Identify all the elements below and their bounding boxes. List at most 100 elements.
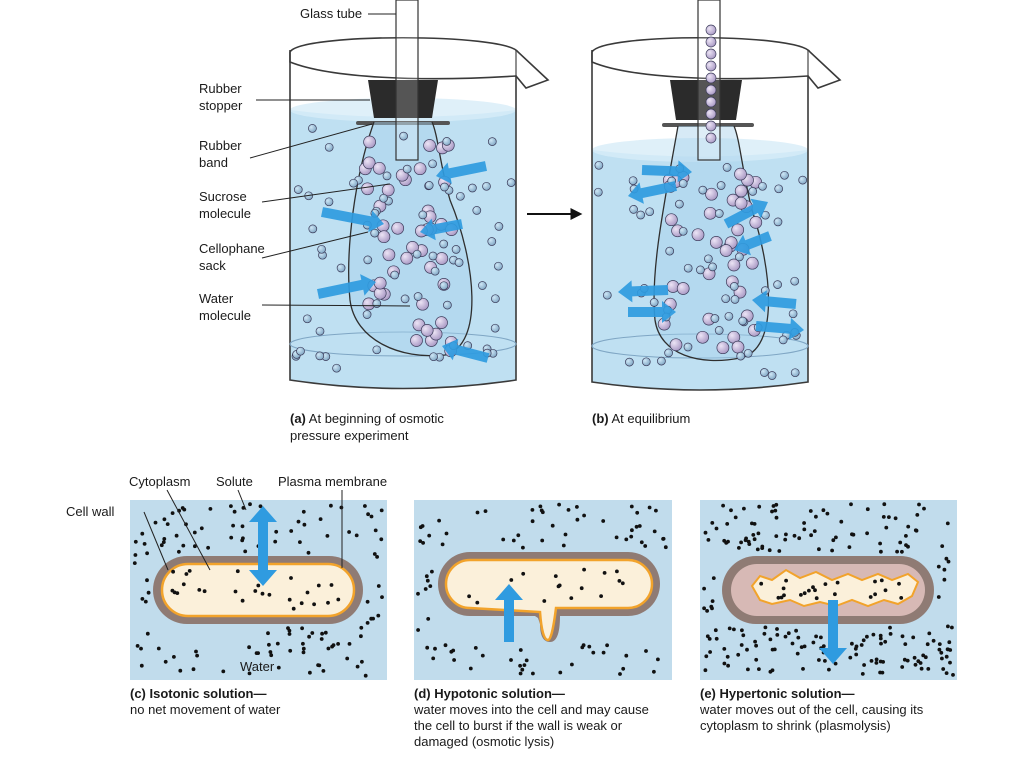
solute-dot [320,631,324,636]
solute-dot [747,542,752,546]
solute-dot [286,626,290,630]
solute-dot [884,525,889,530]
solute-dot [775,627,779,631]
water-molecule [491,294,500,304]
solute-dot [860,672,865,676]
water-molecule [724,311,734,321]
label-rubber-band-2: band [199,155,228,170]
solute-dot [775,633,780,637]
solute-dot [524,658,529,663]
solute-dot [175,591,180,595]
solute-dot [919,666,924,671]
water-molecule [317,244,326,254]
solute-dot [336,642,340,646]
solute-dot [275,641,280,646]
solute-dot [754,643,758,648]
rubber-stopper-a [368,80,438,118]
solute-dot [927,631,932,636]
solute-dot [768,637,773,642]
water-molecule [443,300,452,310]
solute-dot [451,648,456,653]
solute-dot [360,659,364,664]
solute-dot [143,599,148,604]
solute-dot [942,577,947,582]
water-molecule [487,237,497,246]
solute-dot [316,663,320,667]
water-flow-arrow [734,231,772,256]
sucrose-molecule-in-tube [705,96,717,108]
caption-e-body-1: water moves out of the cell, causing its [700,702,924,717]
sucrose-molecule [413,162,427,176]
water-molecule [324,197,334,207]
sucrose-molecule [391,221,405,235]
solute-dot [629,534,634,539]
solute-dot [570,662,574,667]
sucrose-molecule [703,206,717,220]
solute-dot [202,589,207,594]
solute-dot [897,581,901,586]
solute-dot [801,667,805,671]
solute-dot [516,533,521,538]
water-molecule [625,357,634,367]
solute-dot [288,648,293,653]
caption-b-line1: (b) At equilibrium [592,411,690,426]
solute-dot [480,653,485,658]
solute-dot [912,655,917,660]
solute-dot [376,613,381,618]
water-molecule [628,176,638,186]
solute-dot [853,646,858,651]
water-flow-arrow [628,181,677,204]
solute-dot [654,508,658,513]
solute-dot [319,637,324,641]
water-molecule [487,137,497,146]
label-sucrose-2: molecule [199,206,251,221]
solute-dot [643,544,648,548]
water-molecule [675,199,684,209]
water-molecule [716,181,726,190]
caption-a-text: At beginning of osmotic [309,411,445,426]
solute-dot [355,664,360,669]
solute-dot [703,530,708,535]
water-molecule [456,191,465,201]
solute-dot [140,597,145,601]
water-molecule [324,142,334,152]
solute-dot [944,556,949,561]
solute-dot [162,517,167,522]
water-molecule [478,281,487,290]
solute-dot [248,502,252,507]
solute-dot [862,663,866,667]
solute-dot [443,643,448,648]
solute-dot [774,515,779,520]
sucrose-molecule [373,276,387,290]
solute-dot [601,519,606,523]
water-molecule [454,258,464,267]
solute-dot [193,544,197,549]
solute-dot [757,667,761,671]
water-flow-arrow [755,317,804,340]
sucrose-molecule-in-tube [705,36,717,48]
solute-dot [563,532,568,537]
solute-dot [802,591,807,596]
solute-dot [823,582,828,586]
solute-dot [644,649,648,653]
water-molecule [774,184,784,194]
solute-dot [553,574,558,578]
solute-dot [945,521,950,526]
water-molecule [412,249,422,259]
solute-dot [181,582,186,587]
sucrose-molecule [745,256,759,270]
solute-dot [308,670,312,675]
label-rubber-stopper-1: Rubber [199,81,242,96]
solute-dot [635,510,640,515]
solute-dot [363,673,368,678]
water-molecule [494,222,504,231]
solute-dot [615,569,619,574]
solute-dot [871,632,876,637]
solute-dot [782,593,786,598]
solute-dot [289,576,293,580]
water-molecule [315,351,325,361]
solute-dot [629,504,634,509]
solute-dot [905,658,910,663]
caption-b-letter: (b) [592,411,609,426]
